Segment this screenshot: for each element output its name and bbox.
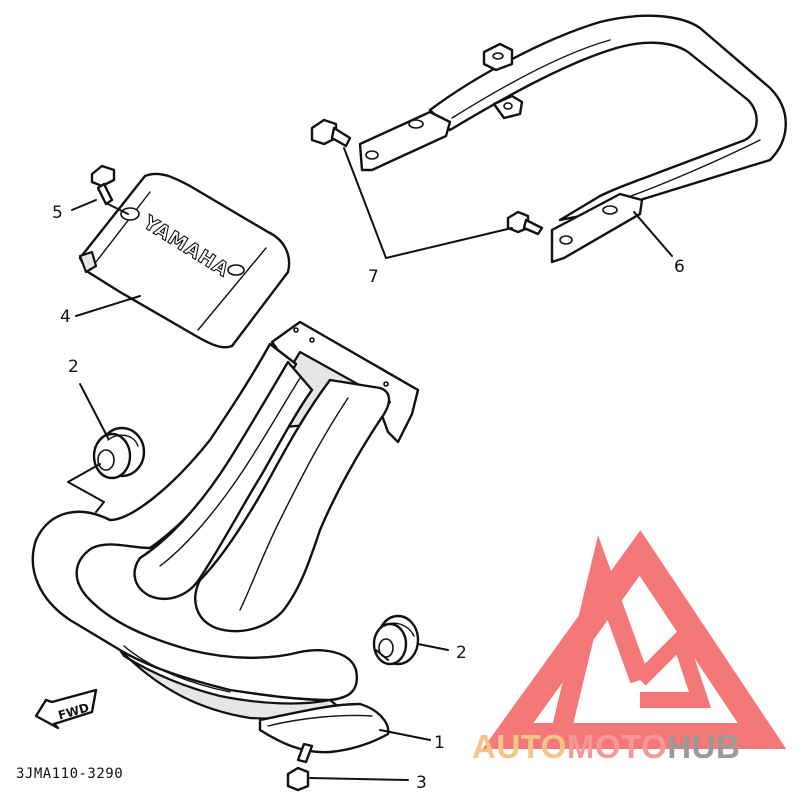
watermark-moto: MOTO xyxy=(567,728,667,765)
bolt-part-7-upper xyxy=(310,118,352,148)
watermark-text: AUTOMOTOHUB xyxy=(472,728,740,765)
watermark-auto: AUTO xyxy=(472,728,567,765)
grommet-part-2-upper xyxy=(92,426,146,480)
forward-direction-arrow-icon: FWD xyxy=(34,688,98,730)
callout-3: 3 xyxy=(416,773,427,793)
callout-2-upper: 2 xyxy=(68,357,79,377)
grommet-part-2-lower xyxy=(372,614,420,666)
automotohub-logo-icon xyxy=(482,530,787,749)
callout-6: 6 xyxy=(674,257,685,277)
callout-2-lower: 2 xyxy=(456,643,467,663)
bolt-part-7-lower xyxy=(506,210,544,236)
screw-part-5 xyxy=(90,164,116,206)
callout-5: 5 xyxy=(52,203,63,223)
bolt-part-3 xyxy=(286,742,314,792)
callout-4: 4 xyxy=(60,307,71,327)
main-guard-frame xyxy=(31,320,420,754)
cover-part-4: YAMAHA xyxy=(78,172,291,349)
leader-lines xyxy=(67,147,673,781)
watermark-hub: HUB xyxy=(667,728,740,765)
drawing-code: 3JMA110-3290 xyxy=(16,766,123,782)
callout-7: 7 xyxy=(368,267,379,287)
callout-1: 1 xyxy=(434,733,445,753)
grab-rail-part-6 xyxy=(358,14,787,264)
